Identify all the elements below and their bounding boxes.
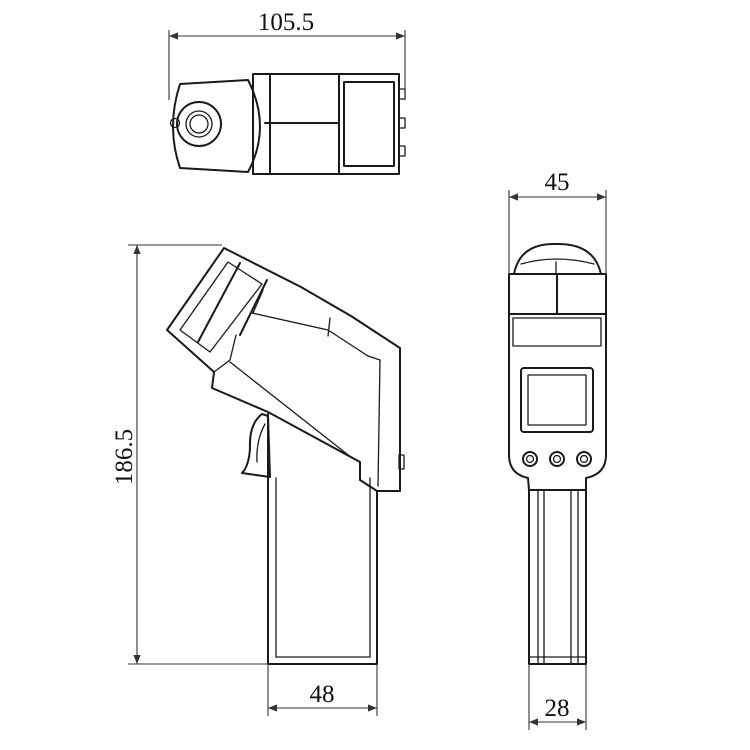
front-view (508, 242, 607, 665)
dimension-handle-depth: 28 (528, 664, 587, 730)
handle-depth-label: 28 (545, 695, 570, 722)
height-label: 186.5 (111, 429, 138, 485)
dimension-length: 105.5 (168, 9, 406, 100)
width-label: 45 (545, 169, 570, 196)
dimension-grip-width: 48 (267, 664, 378, 716)
dimension-width: 45 (508, 169, 607, 274)
side-view (166, 247, 405, 665)
dimension-height: 186.5 (111, 244, 268, 665)
top-view (169, 73, 406, 175)
grip-width-label: 48 (310, 681, 335, 708)
length-label: 105.5 (258, 9, 314, 36)
